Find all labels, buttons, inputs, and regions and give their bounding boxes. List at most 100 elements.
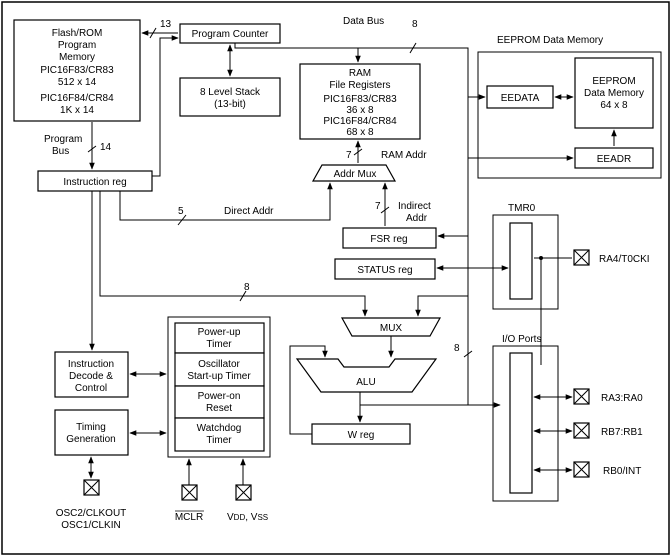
bus-7-ram-label: 7 [346, 150, 352, 161]
powerup-line-2: Timer [206, 339, 232, 350]
bus-8-right-label: 8 [454, 343, 460, 354]
pin-osc: OSC2/CLKOUT OSC1/CLKIN [56, 479, 126, 531]
ir-to-pc [152, 35, 179, 177]
w-reg-block: W reg [311, 423, 411, 445]
alu-block: ALU [295, 358, 438, 393]
pin-rb0: RB0/INT [573, 461, 641, 478]
tmr0-label: TMR0 [508, 203, 536, 214]
ram-line-4: 36 x 8 [346, 105, 374, 116]
fsr-reg-label: FSR reg [370, 234, 407, 245]
instruction-decode-block: Instruction Decode & Control [54, 351, 129, 398]
rb0-label: RB0/INT [603, 466, 641, 477]
reset-timers-group: Power-up Timer Oscillator Start-up Timer… [167, 316, 271, 458]
vss-sub: SS [257, 513, 268, 522]
eeprom-title: EEPROM Data Memory [497, 35, 603, 46]
program-bus-label-1: Program [44, 134, 82, 145]
eedata-label: EEDATA [501, 93, 540, 104]
ir-literal-to-mux [99, 191, 368, 317]
indirect-addr-label-2: Addr [406, 213, 428, 224]
bus-13-label: 13 [160, 19, 172, 30]
ram-addr-label: RAM Addr [381, 150, 427, 161]
instruction-reg-label: Instruction reg [63, 177, 126, 188]
data-bus-to-mux [415, 295, 468, 317]
program-bus-label-2: Bus [52, 146, 69, 157]
bus-14-label: 14 [100, 142, 112, 153]
osc-label-2: OSC1/CLKIN [61, 520, 120, 531]
flash-line-5: 512 x 14 [58, 77, 97, 88]
status-reg-block: STATUS reg [334, 258, 436, 280]
watchdog-line-2: Timer [206, 435, 232, 446]
flash-line-3: Memory [59, 52, 95, 63]
indirect-addr-label-1: Indirect [398, 201, 431, 212]
vdd-vss-label: VDD, VSS [227, 512, 268, 523]
w-reg-label: W reg [348, 430, 375, 441]
tmr0-block: TMR0 [492, 203, 559, 310]
ra4-label: RA4/T0CKI [599, 254, 650, 265]
status-reg-label: STATUS reg [357, 265, 412, 276]
mux-block: MUX [340, 317, 442, 337]
io-ports-block: I/O Ports [492, 334, 559, 502]
mclr-label: MCLR [175, 512, 203, 523]
ram-line-3: PIC16F83/CR83 [323, 94, 397, 105]
data-bus-line [234, 43, 469, 405]
pin-rb7: RB7:RB1 [573, 422, 643, 439]
decode-line-1: Instruction [68, 359, 114, 370]
flash-line-2: Program [58, 40, 96, 51]
ram-file-registers: RAM File Registers PIC16F83/CR83 36 x 8 … [299, 63, 421, 140]
eeprom-data-memory-group: EEPROM Data Memory EEDATA EEPROM Data Me… [477, 35, 662, 179]
stack-block: 8 Level Stack (13-bit) [179, 77, 281, 117]
rb7-label: RB7:RB1 [601, 427, 643, 438]
poweron-line-2: Reset [206, 403, 232, 414]
ra3-label: RA3:RA0 [601, 393, 643, 404]
flash-line-7: 1K x 14 [60, 105, 94, 116]
wreg-to-alu [289, 345, 328, 435]
direct-addr-label: Direct Addr [224, 206, 274, 217]
flash-line-4: PIC16F83/CR83 [40, 65, 114, 76]
ram-line-6: 68 x 8 [346, 127, 374, 138]
bus-ticks [87, 27, 473, 358]
decode-line-2: Decode & [69, 371, 113, 382]
bus-8-top-label: 8 [412, 19, 418, 30]
data-bus-label: Data Bus [343, 16, 384, 27]
flash-line-1: Flash/ROM [52, 28, 103, 39]
stack-line-1: 8 Level Stack [200, 87, 261, 98]
ram-line-5: PIC16F84/CR84 [323, 116, 397, 127]
pin-ra3: RA3:RA0 [573, 388, 643, 405]
oscillator-line-1: Oscillator [198, 359, 240, 370]
mux-label: MUX [380, 323, 403, 334]
instruction-reg-block: Instruction reg [37, 170, 153, 192]
vss-sep: , V [245, 512, 258, 523]
alu-label: ALU [356, 377, 375, 388]
bus-5-label: 5 [178, 206, 184, 217]
vdd-main: V [227, 512, 234, 523]
eeadr-label: EEADR [597, 154, 631, 165]
ram-line-2: File Registers [329, 80, 390, 91]
stack-line-2: (13-bit) [214, 99, 246, 110]
eeprom-mem-line-3: 64 x 8 [600, 100, 628, 111]
pin-mclr: MCLR [175, 484, 204, 523]
ram-line-1: RAM [349, 68, 371, 79]
powerup-line-1: Power-up [198, 327, 241, 338]
program-counter-block: Program Counter [179, 23, 281, 44]
timing-generation-block: Timing Generation [54, 409, 129, 456]
poweron-line-1: Power-on [198, 391, 241, 402]
timing-line-1: Timing [76, 422, 106, 433]
addr-mux-block: Addr Mux [311, 164, 397, 182]
addr-mux-label: Addr Mux [334, 169, 377, 180]
bus-8-mid-label: 8 [244, 282, 250, 293]
direct-addr-line [119, 182, 333, 221]
eeprom-mem-line-2: Data Memory [584, 88, 644, 99]
fsr-reg-block: FSR reg [342, 227, 437, 249]
vdd-sub: DD [234, 513, 246, 522]
pin-vdd-vss: VDD, VSS [227, 484, 268, 523]
flash-line-6: PIC16F84/CR84 [40, 93, 114, 104]
program-counter-label: Program Counter [192, 29, 269, 40]
oscillator-line-2: Start-up Timer [187, 371, 251, 382]
bus-7-indirect-label: 7 [375, 201, 381, 212]
decode-line-3: Control [75, 383, 107, 394]
io-ports-label: I/O Ports [502, 334, 541, 345]
eeprom-mem-line-1: EEPROM [592, 76, 635, 87]
watchdog-line-1: Watchdog [197, 423, 242, 434]
